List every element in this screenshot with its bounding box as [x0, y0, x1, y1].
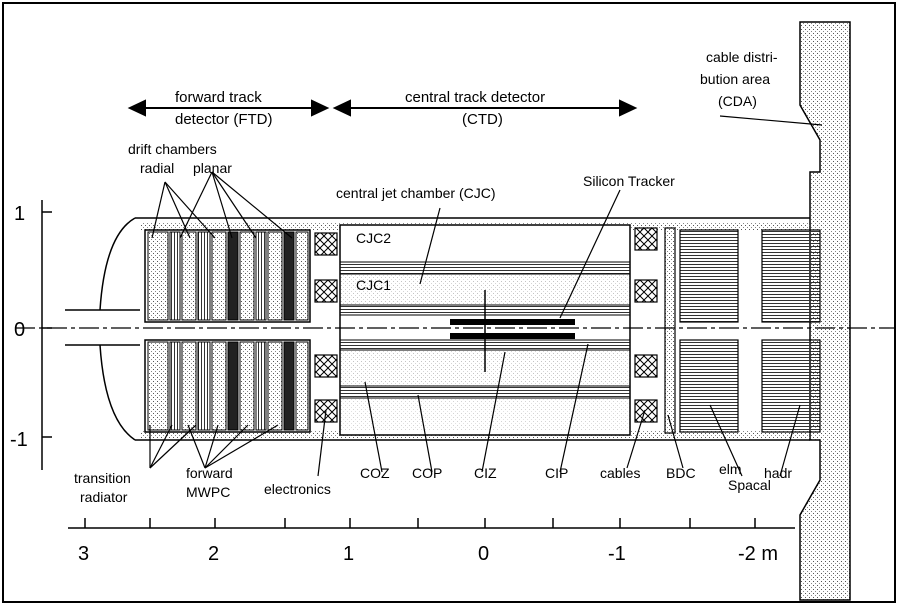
bdc-label: BDC [666, 465, 696, 481]
transition-radiator-label: transition [74, 470, 131, 486]
cda-label: (CDA) [718, 93, 757, 109]
hadr-label: hadr [764, 465, 792, 481]
cjc2-label: CJC2 [356, 230, 391, 246]
detector-vessel [65, 217, 810, 441]
electronics-boxes [314, 227, 658, 423]
spacal-hadr [761, 229, 821, 433]
ftd-label: forward track [175, 89, 262, 106]
electronics-label: electronics [264, 481, 331, 497]
drift-chambers-label: drift chambers [128, 141, 217, 157]
y-tick-label: 1 [14, 203, 25, 225]
cda-label: bution area [700, 71, 770, 87]
cables-label: cables [600, 465, 640, 481]
spacal-elm [679, 229, 739, 433]
cip-label: CIP [545, 465, 568, 481]
elm-label: elm [719, 461, 742, 477]
spacal-label: Spacal [728, 477, 771, 493]
ctd-label: central track detector [405, 89, 545, 106]
cop-label: COP [412, 465, 442, 481]
x-tick-label: 1 [343, 543, 354, 565]
planar-label: planar [193, 160, 232, 176]
x-tick-label: 2 [208, 543, 219, 565]
ftd-lower [144, 339, 311, 433]
coz-label: COZ [360, 465, 390, 481]
ftd-label: detector (FTD) [175, 111, 273, 128]
x-tick-label: -2 m [738, 543, 778, 565]
transition-radiator-label: radiator [80, 489, 128, 505]
ftd-range-arrow [127, 99, 330, 117]
radial-label: radial [140, 160, 174, 176]
cda-wall [799, 21, 851, 601]
ciz-label: CIZ [474, 465, 497, 481]
ctd-label: (CTD) [462, 111, 503, 128]
forward-mwpc-label: MWPC [186, 484, 230, 500]
x-tick-label: -1 [608, 543, 626, 565]
silicon-tracker-label: Silicon Tracker [583, 173, 675, 189]
bdc [664, 227, 676, 434]
x-axis [68, 518, 795, 529]
x-tick-label: 0 [478, 543, 489, 565]
ftd-upper [144, 229, 311, 323]
leader-lines [149, 115, 823, 477]
cjc1-label: CJC1 [356, 277, 391, 293]
forward-mwpc-label: forward [186, 465, 233, 481]
y-axis [41, 200, 52, 470]
y-tick-label: -1 [10, 429, 28, 451]
ctd-range-arrow [332, 99, 638, 117]
cjc-label: central jet chamber (CJC) [336, 185, 496, 201]
silicon-tracker [450, 290, 575, 372]
cda-label: cable distri- [706, 49, 778, 65]
annotation-labels: forward track detector (FTD) central tra… [74, 49, 792, 505]
x-tick-label: 3 [78, 543, 89, 565]
y-tick-label: 0 [14, 319, 25, 341]
